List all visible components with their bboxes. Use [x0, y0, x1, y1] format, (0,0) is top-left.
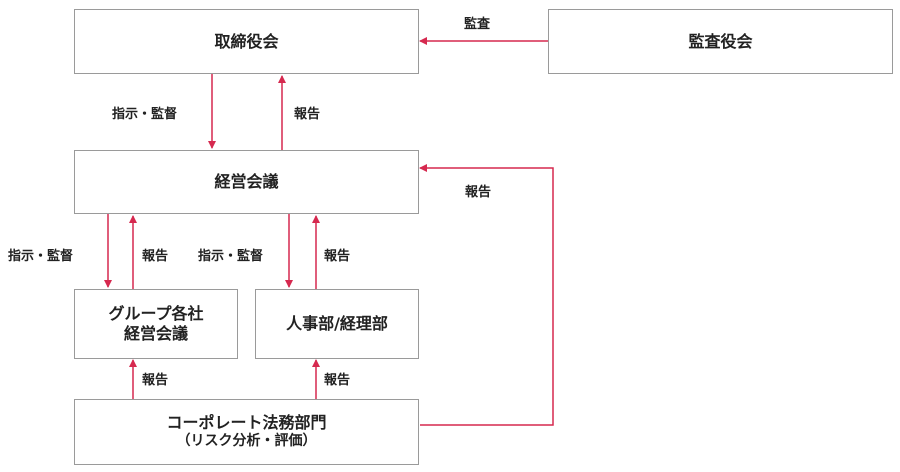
node-board: 取締役会: [74, 9, 419, 74]
node-audit-label: 監査役会: [688, 31, 753, 51]
node-legal-line2: （リスク分析・評価）: [176, 433, 317, 450]
node-group-line2: 経営会議: [123, 324, 188, 343]
label-mgmt-to-hr: 指示・監督: [198, 249, 264, 264]
label-legal-to-mgmt: 報告: [465, 185, 492, 200]
label-mgmt-to-group: 指示・監督: [8, 249, 74, 264]
node-hr-label: 人事部/経理部: [286, 314, 388, 333]
label-legal-to-hr: 報告: [324, 373, 351, 388]
node-board-label: 取締役会: [214, 31, 279, 51]
node-legal-line1: コーポレート法務部門: [166, 413, 327, 433]
node-hr: 人事部/経理部: [255, 289, 419, 359]
node-group-line1: グループ各社: [108, 304, 204, 323]
label-legal-to-group: 報告: [142, 373, 169, 388]
label-hr-to-mgmt: 報告: [324, 249, 351, 264]
node-group: グループ各社 経営会議: [74, 289, 238, 359]
node-mgmt: 経営会議: [74, 150, 419, 214]
label-board-to-mgmt: 指示・監督: [112, 107, 178, 122]
node-legal: コーポレート法務部門 （リスク分析・評価）: [74, 399, 419, 465]
node-audit: 監査役会: [548, 9, 893, 74]
label-group-to-mgmt: 報告: [142, 249, 169, 264]
label-audit-to-board: 監査: [464, 17, 491, 32]
label-mgmt-to-board: 報告: [294, 107, 321, 122]
node-mgmt-label: 経営会議: [214, 172, 279, 191]
arrow-legal-to-mgmt: [419, 164, 554, 426]
